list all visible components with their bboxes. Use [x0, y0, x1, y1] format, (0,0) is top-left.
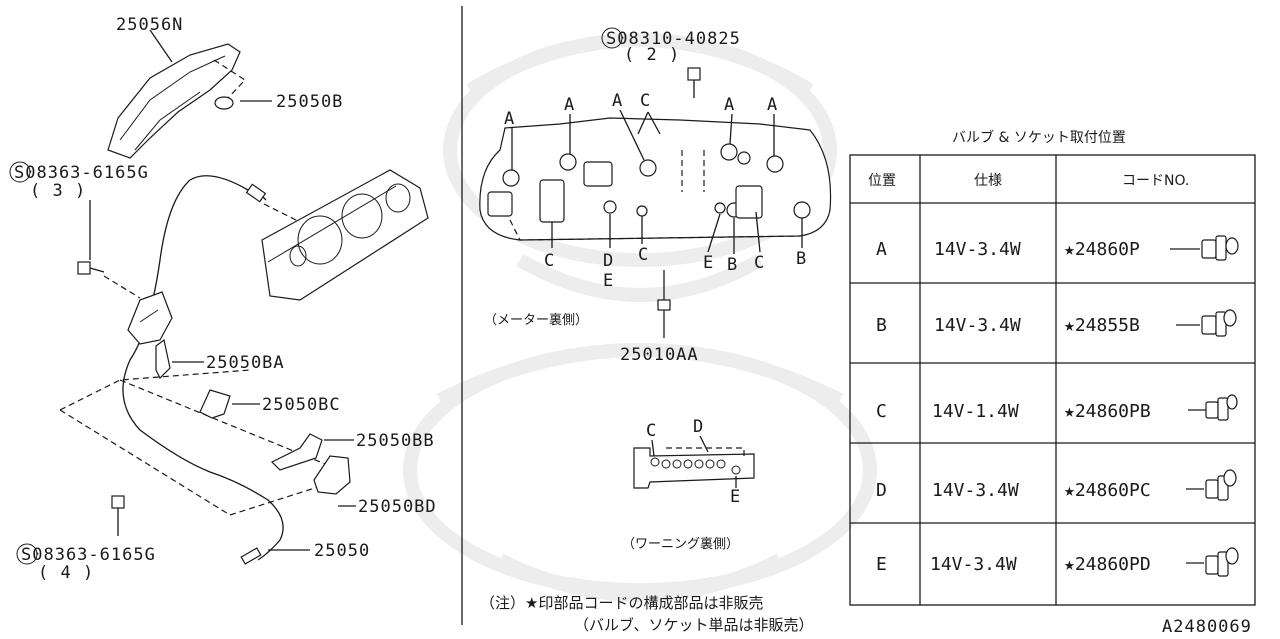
svg-text:C: C: [754, 253, 765, 273]
bulb-socket-icon: [1186, 469, 1237, 501]
table-row: D 14V-3.4W ★24860PC: [876, 469, 1237, 501]
svg-text:A: A: [612, 91, 623, 111]
svg-text:C: C: [876, 401, 887, 422]
warning-panel: C D E: [633, 417, 755, 507]
screw-icon: [657, 270, 671, 338]
svg-text:★24860PB: ★24860PB: [1064, 401, 1151, 422]
table-row: C 14V-1.4W ★24860PB: [876, 394, 1238, 422]
screw-qty-meter: ( 2 ): [624, 45, 680, 65]
label-25050b: 25050B: [276, 92, 343, 112]
svg-text:★24860P: ★24860P: [1064, 239, 1140, 260]
svg-text:D: D: [693, 417, 704, 437]
left-panel: 25056N 25050B S08363-6165G ( 3 ): [9, 15, 437, 583]
svg-text:D: D: [876, 480, 887, 501]
svg-text:B: B: [796, 249, 807, 269]
label-25056n: 25056N: [116, 15, 183, 35]
svg-text:A: A: [724, 95, 735, 115]
svg-text:14V-3.4W: 14V-3.4W: [934, 239, 1021, 260]
label-25050bd: 25050BD: [358, 497, 437, 517]
screw-qty-bottom: ( 4 ): [38, 563, 94, 583]
screw-label-bottom: S08363-6165G: [21, 545, 156, 565]
meter-back: [479, 117, 832, 241]
position-letters-top: A A A C A A: [504, 91, 778, 170]
table-row: B 14V-3.4W ★24855B: [876, 309, 1237, 337]
bulb-socket-icon: [1186, 547, 1239, 577]
header-position: 位置: [868, 173, 896, 189]
header-spec: 仕様: [974, 173, 1002, 189]
label-25050bc: 25050BC: [262, 395, 341, 415]
figure-code: A2480069: [1162, 617, 1252, 637]
screw-icon: [77, 261, 105, 275]
screw-label-top: S08363-6165G: [14, 163, 149, 183]
header-code: コードNO.: [1122, 173, 1189, 189]
svg-text:14V-1.4W: 14V-1.4W: [932, 401, 1019, 422]
middle-panel: S08310-40825 ( 2 ): [479, 27, 832, 634]
screw-icon: [687, 67, 701, 98]
svg-text:B: B: [876, 315, 887, 336]
svg-text:★24855B: ★24855B: [1064, 315, 1140, 336]
svg-text:★24860PC: ★24860PC: [1064, 480, 1151, 501]
svg-text:E: E: [876, 554, 887, 575]
screw-qty-top: ( 3 ): [30, 181, 86, 201]
svg-text:A: A: [767, 95, 778, 115]
meter-cluster: [261, 169, 429, 301]
svg-text:C: C: [638, 245, 649, 265]
bulb-socket-icon: [1188, 394, 1238, 421]
note-line-2: （バルブ、ソケット単品は非販売）: [574, 616, 814, 634]
svg-text:E: E: [603, 271, 614, 291]
svg-text:14V-3.4W: 14V-3.4W: [930, 554, 1017, 575]
warning-back-caption: （ワーニング裏側）: [622, 537, 739, 552]
label-25050ba: 25050BA: [206, 353, 285, 373]
svg-text:E: E: [730, 487, 741, 507]
svg-text:C: C: [640, 91, 651, 111]
svg-text:14V-3.4W: 14V-3.4W: [932, 480, 1019, 501]
svg-text:C: C: [544, 251, 555, 271]
screw-label-meter: S08310-40825: [606, 29, 741, 49]
position-letters-bottom: C D E C E B C B: [544, 211, 807, 291]
label-25050: 25050: [314, 541, 370, 561]
bulb-socket-icon: [1170, 235, 1239, 261]
svg-text:A: A: [564, 95, 575, 115]
label-25050bb: 25050BB: [356, 431, 435, 451]
watermark-emblem: [403, 33, 877, 602]
svg-text:E: E: [703, 253, 714, 273]
bulb-socket-icon: [1176, 309, 1237, 337]
svg-text:A: A: [876, 239, 887, 260]
screw-icon: [111, 495, 125, 536]
svg-text:A: A: [504, 109, 515, 129]
svg-text:C: C: [646, 421, 657, 441]
svg-text:14V-3.4W: 14V-3.4W: [934, 315, 1021, 336]
bulb-socket-table: バルブ & ソケット取付位置 位置 仕様 コードNO. A 14V-3.4W ★…: [849, 129, 1256, 606]
svg-text:★24860PD: ★24860PD: [1064, 554, 1151, 575]
svg-text:B: B: [727, 255, 738, 275]
note-line-1: （注）★印部品コードの構成部品は非販売: [480, 594, 763, 612]
table-row: A 14V-3.4W ★24860P: [876, 235, 1239, 261]
meter-back-caption: （メーター裏側）: [484, 313, 588, 328]
svg-text:D: D: [603, 251, 614, 271]
table-title: バルブ & ソケット取付位置: [952, 129, 1126, 146]
label-25010aa: 25010AA: [620, 345, 699, 365]
table-row: E 14V-3.4W ★24860PD: [876, 547, 1239, 577]
